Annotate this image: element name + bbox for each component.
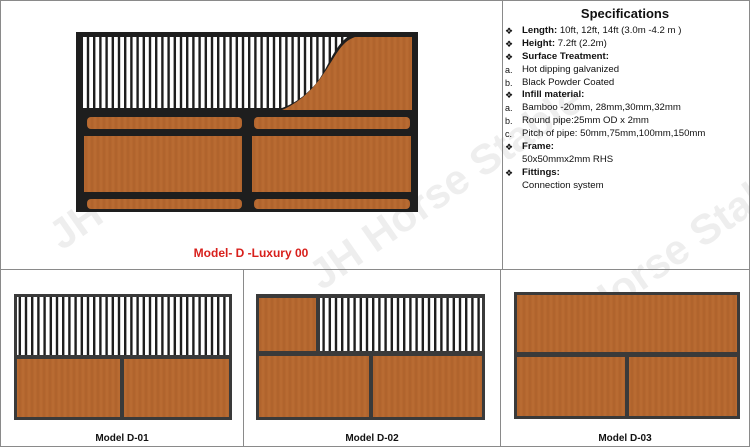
model-d02-door <box>256 294 485 420</box>
spec-content: Surface Treatment: <box>522 51 609 64</box>
spec-line: ❖ Surface Treatment: <box>505 51 745 64</box>
model-d03-door <box>514 292 740 419</box>
spec-value: 10ft, 12ft, 14ft (3.0m -4.2 m ) <box>557 24 682 36</box>
spec-line: Connection system <box>505 180 745 193</box>
list-marker: a. <box>505 64 513 75</box>
spec-line: ❖ Height: 7.2ft (2.2m) <box>505 38 745 51</box>
spec-content: Fittings: <box>522 167 560 180</box>
model-d02-caption: Model D-02 <box>345 433 399 444</box>
diamond-bullet-icon: ❖ <box>505 142 514 153</box>
list-marker: b. <box>505 116 513 127</box>
spec-line: b. Black Powder Coated <box>505 77 745 90</box>
model-d01-caption: Model D-01 <box>95 433 149 444</box>
spec-label: Length: <box>522 24 558 36</box>
spec-content: Frame: <box>522 141 554 154</box>
list-marker <box>505 154 522 167</box>
list-marker: c. <box>505 129 513 140</box>
spec-value: Bamboo -20mm, 28mm,30mm,32mm <box>522 102 681 114</box>
spec-line: 50x50mmx2mm RHS <box>505 154 745 167</box>
spec-value: Pitch of pipe: 50mm,75mm,100mm,150mm <box>522 128 706 140</box>
spec-content: Connection system <box>522 180 604 193</box>
spec-line: a. Bamboo -20mm, 28mm,30mm,32mm <box>505 102 745 115</box>
list-marker <box>505 180 522 193</box>
spec-line: ❖ Frame: <box>505 141 745 154</box>
spec-label: Fittings: <box>522 166 560 178</box>
spec-content: Infill material: <box>522 89 584 102</box>
spec-value: 50x50mmx2mm RHS <box>522 153 614 165</box>
spec-label: Frame: <box>522 141 554 153</box>
list-marker: a. <box>505 103 513 114</box>
model-d03-caption: Model D-03 <box>598 433 652 444</box>
spec-value: Black Powder Coated <box>522 76 615 88</box>
luxury-door <box>76 32 418 212</box>
luxury-model-caption: Model- D -Luxury 00 <box>193 246 309 260</box>
spec-line: ❖ Fittings: <box>505 167 745 180</box>
spec-content: Round pipe:25mm OD x 2mm <box>522 115 649 128</box>
spec-lines: ❖ Length: 10ft, 12ft, 14ft (3.0m -4.2 m )… <box>505 25 745 193</box>
spec-value: Connection system <box>522 179 604 191</box>
spec-line: b. Round pipe:25mm OD x 2mm <box>505 115 745 128</box>
spec-label: Height: <box>522 37 556 49</box>
specifications-title: Specifications <box>580 6 670 21</box>
spec-value: Hot dipping galvanized <box>522 63 620 75</box>
spec-label: Infill material: <box>522 89 585 101</box>
spec-line: a. Hot dipping galvanized <box>505 64 745 77</box>
spec-label: Surface Treatment: <box>522 50 609 62</box>
spec-content: Hot dipping galvanized <box>522 64 619 77</box>
spec-line: ❖ Infill material: <box>505 89 745 102</box>
spec-line: ❖ Length: 10ft, 12ft, 14ft (3.0m -4.2 m ) <box>505 25 745 38</box>
diamond-bullet-icon: ❖ <box>505 51 514 62</box>
model-d01-door <box>14 294 232 420</box>
spec-value: 7.2ft (2.2m) <box>555 37 607 49</box>
spec-value: Round pipe:25mm OD x 2mm <box>522 115 649 127</box>
diamond-bullet-icon: ❖ <box>505 38 514 49</box>
spec-line: c. Pitch of pipe: 50mm,75mm,100mm,150mm <box>505 128 745 141</box>
spec-content: Length: 10ft, 12ft, 14ft (3.0m -4.2 m ) <box>522 25 681 38</box>
diamond-bullet-icon: ❖ <box>505 167 514 178</box>
spec-content: Pitch of pipe: 50mm,75mm,100mm,150mm <box>522 128 705 141</box>
spec-content: Black Powder Coated <box>522 77 614 90</box>
spec-content: Height: 7.2ft (2.2m) <box>522 38 607 51</box>
spec-content: 50x50mmx2mm RHS <box>522 154 613 167</box>
diamond-bullet-icon: ❖ <box>505 25 514 36</box>
diamond-bullet-icon: ❖ <box>505 90 514 101</box>
spec-content: Bamboo -20mm, 28mm,30mm,32mm <box>522 102 681 115</box>
specifications-list: Specifications ❖ Length: 10ft, 12ft, 14ft… <box>505 6 745 193</box>
list-marker: b. <box>505 77 513 88</box>
